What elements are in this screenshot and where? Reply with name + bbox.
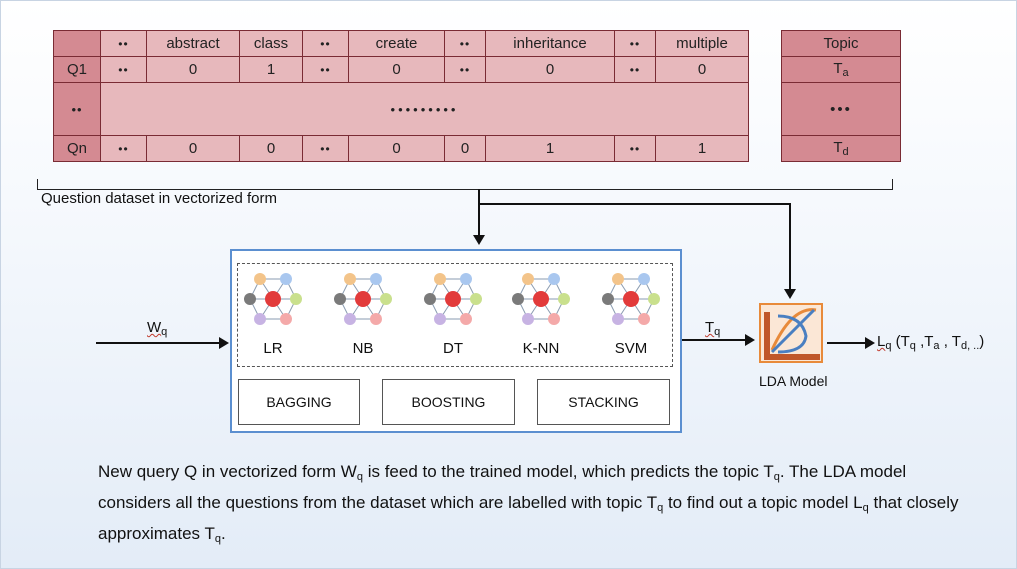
table-cell: abstract	[146, 30, 240, 57]
table-cell: Qn	[53, 135, 101, 162]
table-cell: ••	[614, 56, 656, 83]
dataset-label: Question dataset in vectorized form	[41, 190, 277, 207]
stacking-box: STACKING	[537, 379, 670, 425]
dataset-table: •• abstract class •• create •• inheritan…	[53, 30, 749, 162]
table-cell: ••	[100, 135, 147, 162]
table-cell: 1	[485, 135, 615, 162]
arrow-right-icon	[219, 337, 229, 349]
classifiers-group	[237, 263, 673, 367]
table-cell: inheritance	[485, 30, 615, 57]
network-icon	[602, 273, 660, 325]
table-cell: ••	[614, 30, 656, 57]
topic-header: Topic	[781, 30, 901, 57]
table-cell: 0	[146, 56, 240, 83]
table-cell: ••	[302, 56, 349, 83]
table-cell: Q1	[53, 56, 101, 83]
network-icon	[424, 273, 482, 325]
input-label: Wq	[147, 319, 168, 338]
network-icon	[244, 273, 302, 325]
table-cell: ••	[444, 30, 486, 57]
table-cell: 0	[655, 56, 749, 83]
model-label: SVM	[614, 340, 648, 357]
model-label: LR	[263, 340, 283, 357]
model-lr: LR	[233, 269, 313, 357]
table-cell: class	[239, 30, 303, 57]
network-icon	[512, 273, 570, 325]
table-cell: 0	[485, 56, 615, 83]
table-header-row: •• abstract class •• create •• inheritan…	[53, 30, 749, 57]
model-label: K-NN	[522, 340, 560, 357]
table-cell: ••	[302, 135, 349, 162]
connector-line	[827, 342, 867, 344]
table-cell: ••	[444, 56, 486, 83]
arrow-right-icon	[865, 337, 875, 349]
model-svm: SVM	[591, 269, 671, 357]
description-text: New query Q in vectorized form Wq is fee…	[98, 462, 959, 545]
table-cell: 0	[146, 135, 240, 162]
table-cell: ••	[614, 135, 656, 162]
table-cell: 1	[655, 135, 749, 162]
topic-model-output: Lq (Tq ,Ta , Td, ..)	[877, 333, 985, 352]
connector-line	[96, 342, 220, 344]
bagging-box: BAGGING	[238, 379, 360, 425]
table-cell: multiple	[655, 30, 749, 57]
table-cell: ••	[53, 82, 101, 136]
topic-cell: •••	[781, 82, 901, 136]
table-row: Qn •• 0 0 •• 0 0 1 •• 1	[53, 135, 749, 162]
topic-cell: Ta	[781, 56, 901, 83]
model-dt: DT	[413, 269, 493, 357]
table-row: Q1 •• 0 1 •• 0 •• 0 •• 0	[53, 56, 749, 83]
table-cell: ••	[100, 30, 147, 57]
table-cell	[53, 30, 101, 57]
connector-line	[682, 339, 746, 341]
table-cell: create	[348, 30, 445, 57]
table-cell: 0	[348, 56, 445, 83]
table-cell: 0	[348, 135, 445, 162]
dataset-bracket	[37, 179, 893, 190]
table-cell: 0	[239, 135, 303, 162]
model-knn: K-NN	[501, 269, 581, 357]
arrow-down-icon	[784, 289, 796, 299]
model-nb: NB	[323, 269, 403, 357]
model-label: NB	[352, 340, 374, 357]
table-cell: •••••••••	[100, 82, 749, 136]
connector-line	[478, 189, 480, 235]
lda-model-label: LDA Model	[759, 373, 828, 389]
lda-model-icon	[759, 303, 823, 363]
network-icon	[334, 273, 392, 325]
table-cell: 0	[444, 135, 486, 162]
topic-cell: Td	[781, 135, 901, 162]
table-cell: 1	[239, 56, 303, 83]
arrow-right-icon	[745, 334, 755, 346]
arrow-down-icon	[473, 235, 485, 245]
boosting-box: BOOSTING	[382, 379, 515, 425]
table-cell: ••	[302, 30, 349, 57]
connector-line	[478, 203, 790, 205]
connector-line	[789, 203, 791, 289]
topic-table: Topic Ta ••• Td	[781, 30, 901, 162]
table-cell: ••	[100, 56, 147, 83]
predicted-topic-label: Tq	[705, 319, 721, 338]
model-label: DT	[443, 340, 463, 357]
table-row: •• •••••••••	[53, 82, 749, 136]
